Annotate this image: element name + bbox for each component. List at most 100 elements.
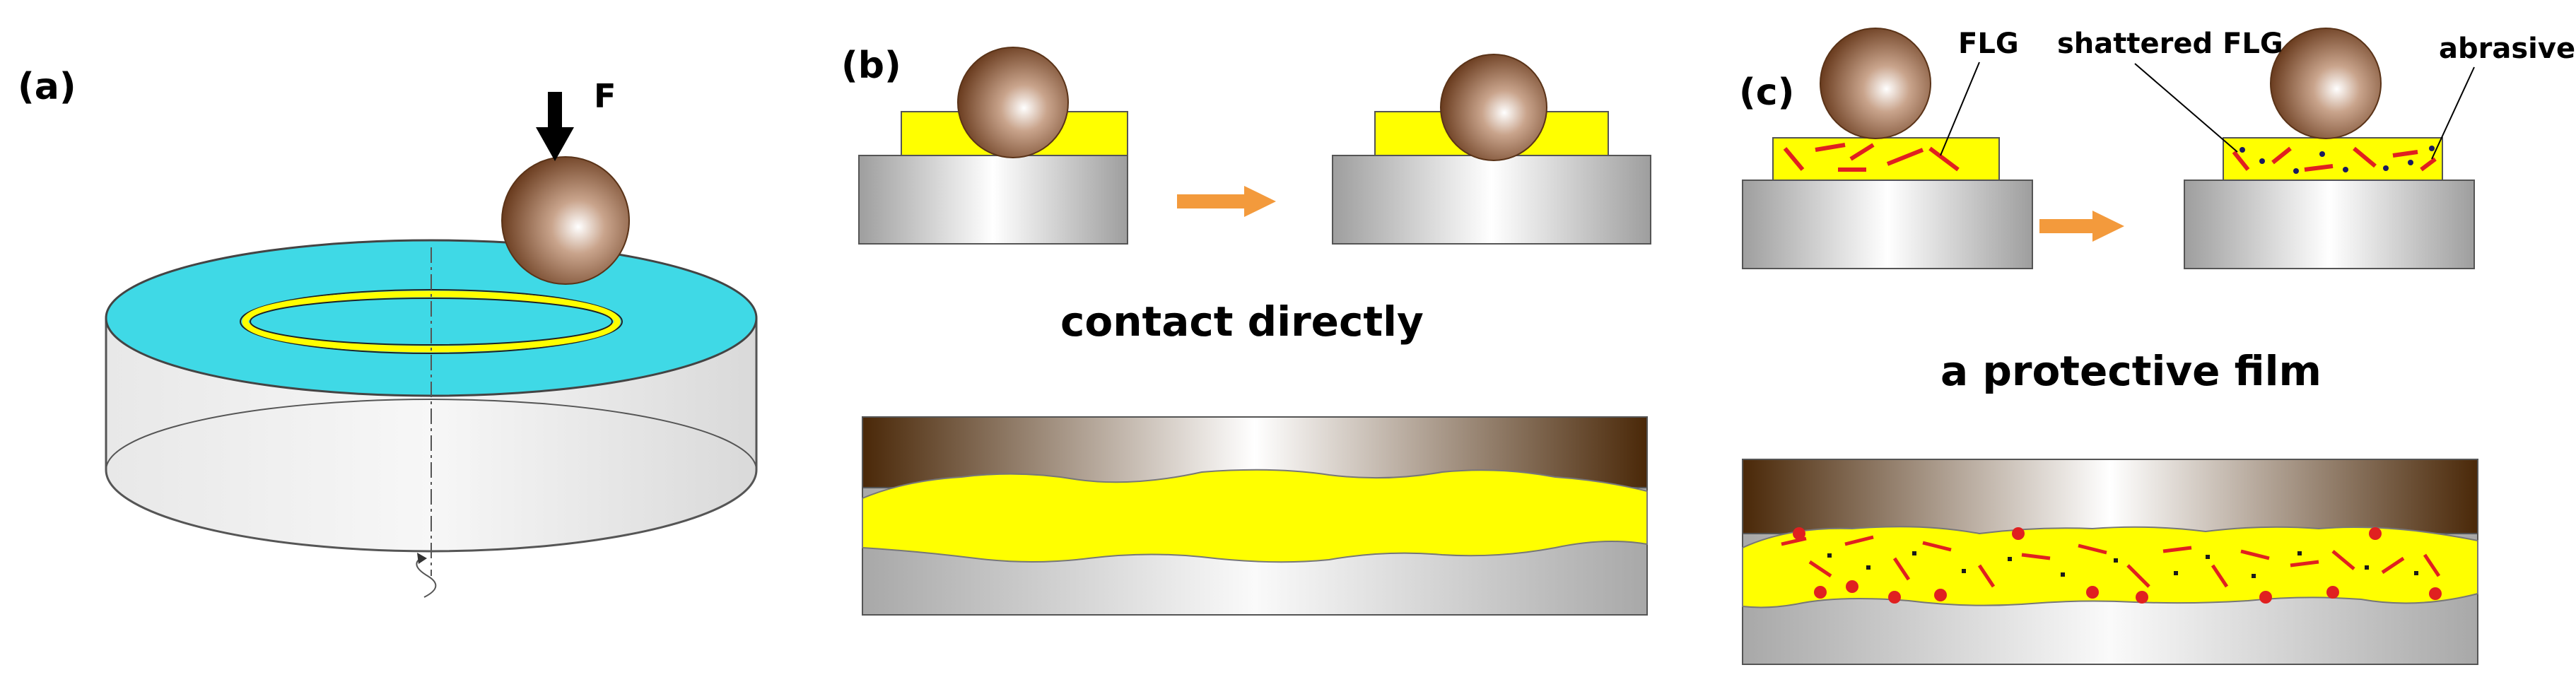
film-nodule	[2012, 527, 2025, 540]
abrasive-particle	[2259, 158, 2265, 164]
film-abrasive-particles	[1827, 551, 2418, 578]
panel-b-before	[858, 47, 1128, 245]
flg-flake	[2392, 150, 2418, 158]
flg-flake	[1783, 147, 1805, 171]
abrasive-particle	[2293, 168, 2299, 174]
flg-flakes	[1783, 143, 1960, 172]
abrasive-particle	[2343, 167, 2348, 172]
film-nodule	[1934, 589, 1947, 601]
flg-flake	[2240, 549, 2270, 560]
panel-a-label: (a)	[18, 66, 76, 108]
substrate	[858, 155, 1128, 245]
panel-c-after	[2184, 28, 2475, 269]
flg-flake	[2331, 550, 2355, 570]
abrasive-particle	[1827, 553, 1832, 558]
flg-flake	[1892, 557, 1911, 581]
flg-leader-line	[1940, 61, 1980, 156]
flg-flake	[2381, 556, 2405, 575]
flg-flake	[1808, 560, 1832, 578]
flg-flake	[1928, 146, 1960, 172]
film-nodule	[1793, 527, 1805, 540]
panel-a: (a) F	[18, 66, 758, 598]
film-layer	[2223, 137, 2443, 181]
ball	[1820, 28, 1931, 139]
abrasive-particle	[2174, 571, 2178, 575]
process-arrow-icon	[1177, 186, 1276, 217]
abrasive-particle	[2319, 151, 2325, 157]
film-flg-flakes	[1781, 535, 2441, 588]
abrasive-particle	[2429, 146, 2435, 151]
flg-flake	[2290, 560, 2319, 567]
panel-b-label: (b)	[841, 45, 901, 87]
substrate	[2184, 180, 2475, 269]
panel-c-label: (c)	[1739, 71, 1794, 114]
abrasive-particle	[1962, 569, 1966, 573]
ball	[1440, 54, 1547, 161]
flg-flake	[2271, 146, 2292, 165]
rotation-arrowhead	[417, 553, 427, 564]
substrate	[1742, 180, 2033, 269]
abrasive-particle	[2365, 565, 2369, 570]
flg-flake	[2232, 151, 2250, 171]
abrasive-particle	[2114, 558, 2118, 563]
film-nodules	[1793, 527, 2442, 604]
abrasive-callout: abrasive	[2439, 33, 2575, 65]
flg-flake	[2353, 146, 2377, 168]
abrasive-particle	[1866, 565, 1870, 570]
abrasive-particle	[2383, 165, 2389, 171]
abrasive-particle	[2061, 572, 2065, 577]
flg-flake	[2211, 564, 2229, 588]
counterface	[1742, 459, 2478, 534]
flg-flake	[1781, 536, 1807, 546]
abrasive-particle	[2240, 147, 2245, 153]
panel-c: (c)	[1739, 28, 2575, 665]
force-arrow-icon	[536, 92, 574, 161]
ball	[501, 156, 630, 285]
flg-flake	[2304, 164, 2334, 172]
panel-c-before	[1742, 28, 2033, 269]
panel-c-caption: a protective film	[1940, 347, 2322, 395]
abrasive-particle	[2206, 555, 2210, 559]
abrasive-particle	[2008, 557, 2012, 561]
rotating-disk	[105, 239, 758, 598]
abrasive-particle	[1912, 551, 1916, 555]
panel-b: (b) contact directly	[841, 45, 1651, 616]
ball	[957, 47, 1069, 158]
wear-track-inner-edge	[250, 298, 613, 346]
rotation-arrow-icon	[416, 558, 437, 598]
shattered-flg-leader-line	[2134, 63, 2238, 153]
abrasive-particle	[2297, 551, 2302, 555]
panel-b-after	[1332, 54, 1651, 245]
flg-flake	[1886, 148, 1924, 166]
film-layer	[862, 469, 1648, 563]
film-nodule	[2326, 586, 2339, 599]
film-nodule	[2086, 586, 2099, 599]
film-layer	[1772, 137, 2000, 181]
flg-flake	[2126, 564, 2150, 588]
film-nodule	[2259, 591, 2272, 604]
flg-flake	[2420, 157, 2437, 172]
abrasive-particle	[2408, 160, 2413, 165]
substrate	[1332, 155, 1651, 245]
panel-b-cross-section	[862, 416, 1648, 616]
abrasive-particles	[2240, 146, 2435, 174]
flg-flake	[2078, 543, 2107, 555]
force-label: F	[594, 77, 616, 115]
flg-flake	[1922, 541, 1952, 552]
ball	[2270, 28, 2382, 139]
film-nodule	[1888, 591, 1901, 604]
film-nodule	[1846, 580, 1858, 593]
abrasive-particle	[2252, 574, 2256, 578]
flg-flake	[2021, 553, 2051, 560]
panel-c-cross-section	[1742, 459, 2478, 665]
flg-flake	[1977, 564, 1996, 588]
process-arrow-icon	[2039, 211, 2124, 242]
abrasive-particle	[2414, 571, 2418, 575]
shattered-flg-flakes	[2232, 146, 2437, 172]
film-nodule	[2429, 587, 2442, 600]
flg-callout: FLG	[1958, 28, 2019, 60]
disk-bottom-back-edge	[105, 399, 757, 471]
abrasive-leader-line	[2431, 66, 2475, 160]
film-nodule	[1814, 586, 1827, 599]
